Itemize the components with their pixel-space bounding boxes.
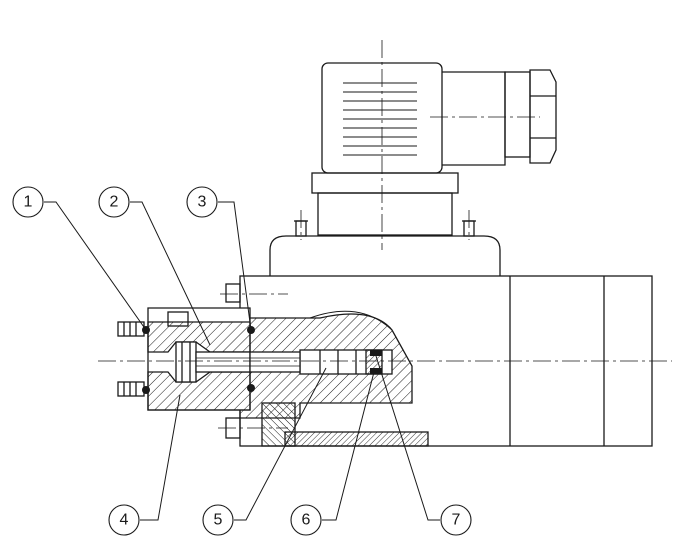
callout-label-3: 3 xyxy=(198,194,207,211)
body-bolt-top xyxy=(225,283,241,303)
cable-gland-neck xyxy=(504,71,531,158)
callout-circle-2 xyxy=(98,186,130,218)
callout-label-6: 6 xyxy=(302,512,311,529)
callout-circle-7 xyxy=(440,504,472,536)
o-ring-3-lower xyxy=(247,384,255,392)
pilot-passage xyxy=(195,351,251,373)
leader-4 xyxy=(140,394,181,521)
seal-6 xyxy=(370,350,382,356)
callout-label-1: 1 xyxy=(24,194,33,211)
seal-7 xyxy=(370,368,382,374)
cap-screw-lower xyxy=(117,381,145,397)
connector-side-body xyxy=(442,71,506,166)
o-ring-1-lower xyxy=(142,386,150,394)
leader-5 xyxy=(234,367,327,521)
callout-label-5: 5 xyxy=(214,512,223,529)
cable-gland-nut xyxy=(529,69,557,164)
callout-circle-6 xyxy=(290,504,322,536)
callout-label-7: 7 xyxy=(452,512,461,529)
cap-retainer xyxy=(167,311,189,327)
callout-circle-5 xyxy=(202,504,234,536)
orifice-insert xyxy=(175,341,197,383)
callout-label-4: 4 xyxy=(120,512,129,529)
connector-flange xyxy=(311,172,459,194)
leader-2 xyxy=(130,201,211,346)
electrical-connector xyxy=(311,62,557,236)
leader-1 xyxy=(44,201,147,331)
callout-circle-1 xyxy=(12,186,44,218)
leader-3 xyxy=(218,201,252,331)
centre-lines xyxy=(98,40,672,429)
leader-6 xyxy=(322,371,375,521)
leader-7 xyxy=(375,355,440,521)
callout-circle-3 xyxy=(186,186,218,218)
callout-labels: 1 2 3 4 5 6 7 xyxy=(24,194,461,529)
connector-grille xyxy=(343,82,417,156)
cap-screws xyxy=(117,321,145,397)
connector-base xyxy=(317,192,453,236)
coil-cover xyxy=(269,220,501,276)
cap-screw-upper xyxy=(117,321,145,337)
leader-lines xyxy=(44,201,440,521)
callout-circles xyxy=(12,186,472,536)
callout-circle-4 xyxy=(108,504,140,536)
callout-label-2: 2 xyxy=(110,194,119,211)
coil-cover-outline xyxy=(269,235,501,276)
